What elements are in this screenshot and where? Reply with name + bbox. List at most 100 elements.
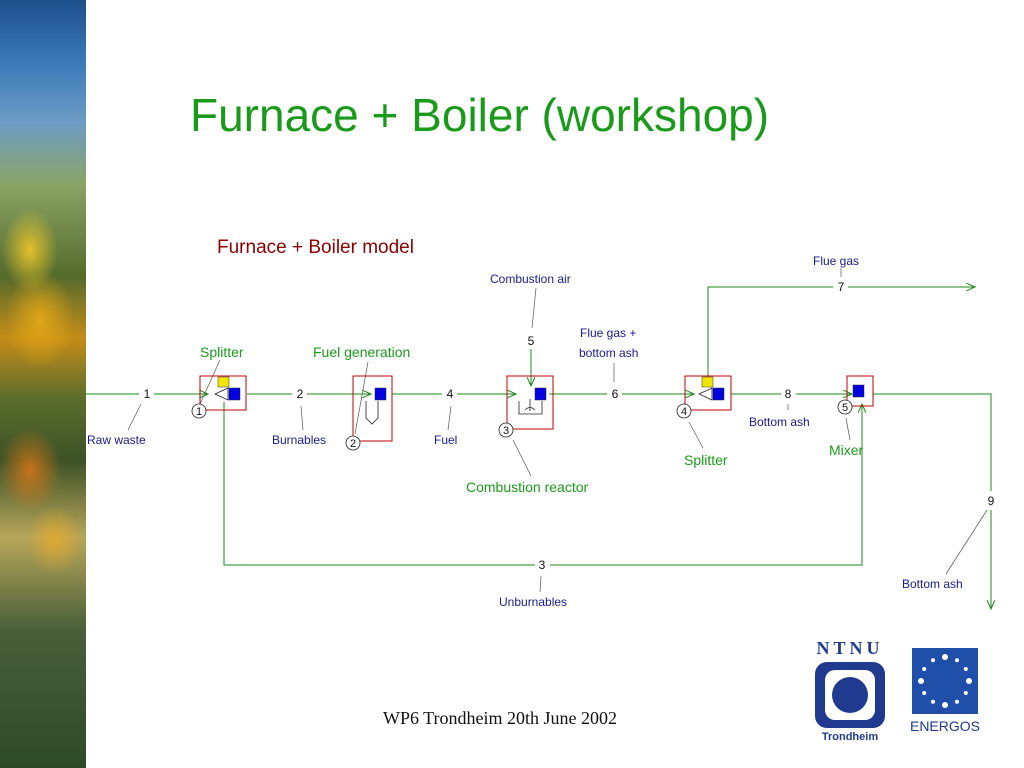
energos-star-dot [955, 658, 959, 663]
stream-3-line [223, 402, 535, 566]
label-flue-gas: Flue gas [813, 254, 859, 268]
leader-combustion-reactor [512, 439, 532, 477]
leader-raw-waste [127, 403, 142, 431]
splitter-symbol [698, 387, 713, 401]
ntnu-logo: NTNU Trondheim [815, 638, 885, 743]
stream-7-line [707, 286, 833, 384]
stream-labels: Raw waste Burnables Fuel Combustion air … [87, 254, 963, 609]
slide-footer: WP6 Trondheim 20th June 2002 [383, 708, 618, 728]
reactor-stirrer-symbol [524, 399, 536, 411]
stream-numbers: 1 2 3 4 5 6 7 8 9 [144, 280, 995, 572]
stream-3-line-b [550, 404, 862, 566]
stream-number-8: 8 [785, 387, 792, 401]
energos-star-dot [955, 699, 959, 704]
label-flue-gas-ash-line2: bottom ash [579, 346, 638, 360]
splitter-symbol [214, 387, 229, 401]
energos-star-dot [963, 667, 968, 671]
label-fuel-generation: Fuel generation [313, 344, 410, 360]
label-raw-waste: Raw waste [87, 433, 146, 447]
label-fuel: Fuel [434, 433, 457, 447]
unit-splitter-4: 4 [676, 375, 732, 419]
ntnu-logo-wordmark: NTNU [816, 638, 883, 658]
unit-number-3: 3 [503, 425, 509, 437]
ntnu-logo-city: Trondheim [822, 731, 878, 743]
leader-splitter-1 [199, 359, 221, 405]
leader-unburnables [539, 575, 542, 593]
unit-splitter-1: 1 [191, 375, 247, 419]
port-blue [712, 387, 725, 401]
unit-box [684, 375, 732, 411]
energos-star-dot [942, 654, 948, 660]
slide-title: Furnace + Boiler (workshop) [190, 89, 770, 141]
reactor-vessel-symbol [518, 401, 543, 415]
label-splitter-4: Splitter [684, 452, 728, 468]
label-burnables: Burnables [272, 433, 326, 447]
leader-fuel [447, 405, 452, 431]
energos-star-dot [931, 699, 935, 704]
energos-star-dot [918, 678, 924, 684]
decorative-side-stripe [0, 0, 86, 768]
port-blue [228, 387, 241, 401]
stream-number-2: 2 [297, 387, 304, 401]
unit-combustion-reactor: 3 [498, 375, 554, 438]
stream-number-4: 4 [447, 387, 454, 401]
energos-star-ring [918, 654, 972, 708]
hopper-symbol [365, 401, 379, 425]
unit-box [506, 375, 554, 430]
port-blue [534, 387, 547, 401]
unit-box [846, 375, 874, 407]
leader-bottom-ash-9 [945, 509, 988, 575]
unit-number-circle [191, 403, 207, 419]
ntnu-logo-dot [832, 677, 868, 713]
label-combustion-reactor: Combustion reactor [466, 479, 589, 495]
stream-number-1: 1 [144, 387, 151, 401]
unit-box [352, 375, 393, 442]
label-mixer: Mixer [829, 442, 864, 458]
leader-combustion-air [531, 287, 537, 329]
stream-number-9: 9 [988, 494, 995, 508]
energos-star-dot [942, 702, 948, 708]
stream-number-6: 6 [612, 387, 619, 401]
leader-burnables [300, 405, 304, 431]
energos-star-dot [922, 691, 927, 695]
energos-logo-wordmark: ENERGOS [910, 718, 980, 734]
unit-labels: Splitter Fuel generation Combustion reac… [200, 344, 864, 495]
leader-fuel-generation [354, 361, 369, 435]
unit-number-5: 5 [842, 402, 848, 414]
unit-mixer: 5 [837, 375, 874, 415]
port-blue [374, 387, 387, 401]
label-splitter-1: Splitter [200, 344, 244, 360]
stream-number-5: 5 [528, 334, 535, 348]
unit-number-circle [498, 422, 514, 438]
leader-splitter-4 [688, 421, 704, 449]
label-combustion-air: Combustion air [490, 272, 571, 286]
unit-number-2: 2 [350, 438, 356, 450]
stream-lines [86, 287, 991, 609]
unit-number-circle [837, 399, 853, 415]
energos-logo: ENERGOS [910, 648, 980, 734]
label-bottom-ash-8: Bottom ash [749, 415, 810, 429]
stream-number-7: 7 [838, 280, 845, 294]
leader-lines [127, 268, 988, 593]
label-flue-gas-ash-line1: Flue gas + [580, 326, 636, 340]
unit-number-circle [345, 435, 361, 451]
energos-star-dot [922, 667, 927, 671]
unit-number-circle [676, 403, 692, 419]
stream-number-3: 3 [539, 558, 546, 572]
label-bottom-ash-9: Bottom ash [902, 577, 963, 591]
energos-star-dot [931, 658, 935, 663]
port-yellow [217, 376, 230, 388]
unit-box [199, 375, 247, 411]
energos-star-dot [963, 691, 968, 695]
port-blue [852, 384, 865, 398]
unit-number-4: 4 [681, 406, 687, 418]
label-unburnables: Unburnables [499, 595, 567, 609]
port-yellow [701, 376, 714, 388]
unit-fuel-generation: 2 [345, 375, 393, 451]
stream-9-line [873, 393, 992, 491]
energos-star-dot [966, 678, 972, 684]
unit-number-1: 1 [196, 406, 202, 418]
diagram-heading: Furnace + Boiler model [217, 237, 414, 258]
leader-mixer [845, 417, 851, 441]
